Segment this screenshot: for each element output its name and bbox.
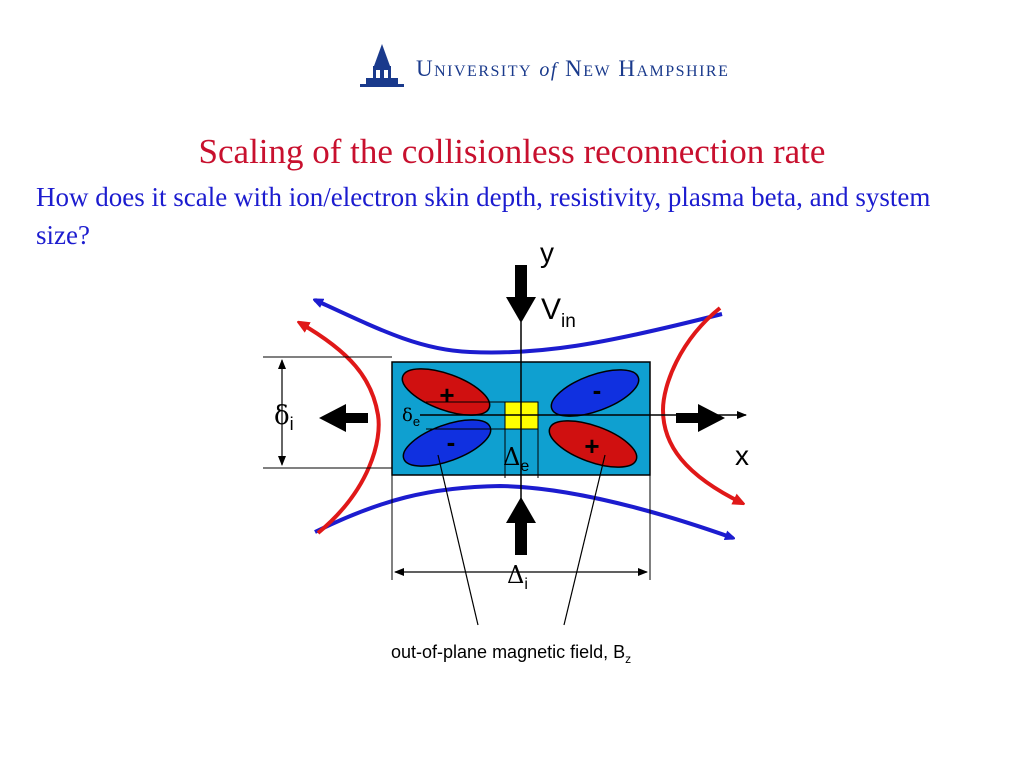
Delta-e-label: Δe <box>503 443 529 475</box>
field-line-left <box>300 323 381 535</box>
inflow-arrow-bottom <box>506 497 536 555</box>
Delta-i-label: Δi <box>507 561 528 593</box>
lobe-sign-lower-left: - <box>447 427 456 457</box>
logo-word-new-hampshire: New Hampshire <box>565 56 730 81</box>
lobe-lower-right <box>548 420 638 468</box>
slide-title: Scaling of the collisionless reconnectio… <box>198 132 826 171</box>
bz-caption: out-of-plane magnetic field, Bz <box>391 642 631 666</box>
delta-i-label: δi <box>274 401 294 434</box>
pointer-line-left <box>437 454 479 626</box>
lobe-sign-upper-left: + <box>439 380 454 410</box>
lobe-lower-left <box>402 419 492 467</box>
x-axis-label: x <box>735 440 749 471</box>
outflow-arrow-left <box>319 404 368 432</box>
field-line-top <box>315 298 723 355</box>
bell-tower-icon <box>360 44 404 87</box>
unh-logo: University of New Hampshire <box>356 42 756 92</box>
lobe-upper-right <box>550 369 640 417</box>
outflow-arrow-right <box>676 404 725 432</box>
logo-word-of: of <box>539 59 558 81</box>
pointer-line-right <box>563 454 606 626</box>
field-line-bottom <box>314 483 733 538</box>
inflow-arrow-top <box>506 265 536 323</box>
delta-e-label: δe <box>402 405 420 429</box>
slide-question: How does it scale with ion/electron skin… <box>36 182 931 250</box>
y-axis-label: y <box>540 237 554 268</box>
lobe-sign-lower-right: + <box>584 431 599 461</box>
lobe-sign-upper-right: - <box>593 375 602 405</box>
field-line-right <box>660 306 742 503</box>
v-in-label: Vin <box>541 293 576 332</box>
university-name: University of New Hampshire <box>416 56 729 82</box>
logo-word-university: University <box>416 56 533 81</box>
lobe-upper-left <box>401 368 491 416</box>
